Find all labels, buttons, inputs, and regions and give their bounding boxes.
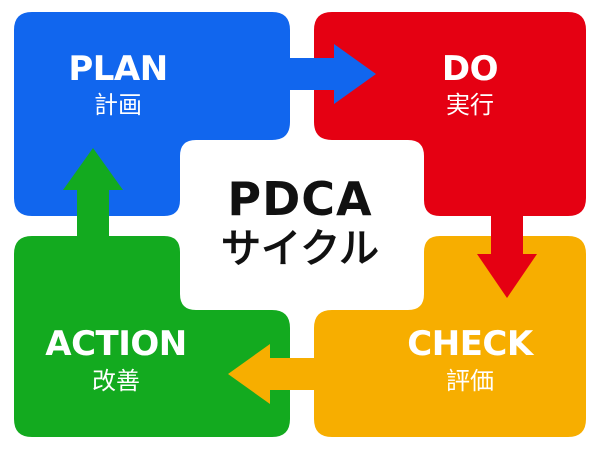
check-block [314, 236, 586, 437]
center-subtitle: サイクル [221, 226, 379, 272]
plan-label: PLAN [68, 49, 168, 89]
arrow-check-to-action [228, 344, 318, 404]
action-sublabel: 改善 [92, 367, 140, 395]
center-title: PDCA [227, 172, 373, 226]
arrow-action-to-plan [63, 148, 123, 240]
arrow-do-to-check [477, 210, 537, 298]
arrow-plan-to-do [286, 44, 376, 104]
action-label: ACTION [45, 324, 187, 364]
do-block [314, 12, 586, 216]
check-sublabel: 評価 [446, 367, 494, 395]
do-sublabel: 実行 [446, 91, 494, 119]
check-label: CHECK [407, 324, 533, 364]
plan-sublabel: 計画 [94, 91, 142, 119]
action-block [14, 236, 290, 437]
do-label: DO [441, 49, 499, 89]
